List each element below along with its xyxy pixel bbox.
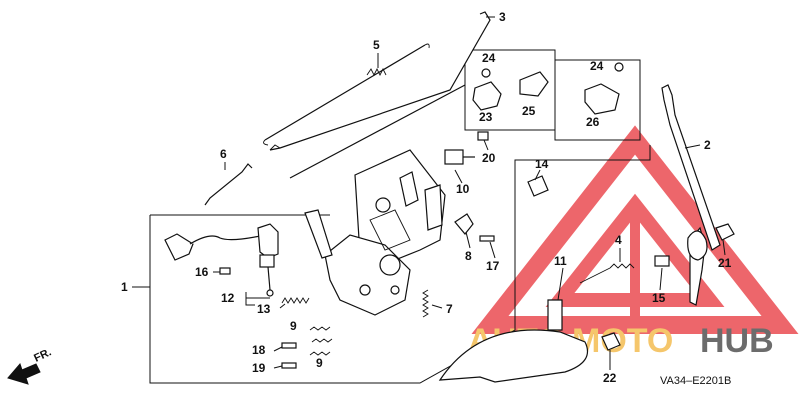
callouts: 1 2 3 4 5 6 7 8 9 9 10 11 12 13 14 15 16… — [121, 10, 732, 385]
part-9-springs — [309, 326, 333, 356]
part-5-choke-rod — [263, 43, 466, 179]
front-arrow: FR. — [7, 346, 53, 385]
callout-16: 16 — [195, 265, 209, 279]
part-13-spring — [281, 297, 310, 304]
callout-10: 10 — [456, 182, 470, 196]
diagram-code: VA34–E2201B — [660, 375, 731, 387]
front-arrow-label: FR. — [32, 346, 53, 364]
part-14-bolt — [527, 175, 549, 197]
callout-18: 18 — [252, 343, 266, 357]
part-3-throttle-rod — [269, 11, 491, 151]
callout-26: 26 — [586, 115, 600, 129]
part-4-spring — [579, 263, 635, 284]
callout-8: 8 — [465, 249, 472, 263]
callout-15: 15 — [652, 291, 666, 305]
callout-9b: 9 — [316, 356, 323, 370]
callout-5: 5 — [373, 38, 380, 52]
callout-20: 20 — [482, 151, 496, 165]
part-6-governor-rod — [204, 163, 253, 206]
callout-9a: 9 — [290, 319, 297, 333]
callout-1: 1 — [121, 280, 128, 294]
part-control-base-plate — [304, 149, 446, 316]
callout-21: 21 — [718, 256, 732, 270]
part-7-spring — [422, 289, 429, 318]
callout-13: 13 — [257, 302, 271, 316]
callout-12: 12 — [221, 291, 235, 305]
part-2-control-lever — [661, 84, 721, 306]
callout-7: 7 — [446, 302, 453, 316]
part-11-bracket — [438, 299, 589, 383]
callout-6: 6 — [220, 147, 227, 161]
callout-4: 4 — [615, 233, 622, 247]
watermark-triangle-logo — [471, 125, 799, 334]
part-21-nut — [715, 223, 735, 241]
part-22-nut — [601, 332, 621, 351]
watermark-text-hub: HUB — [700, 322, 774, 360]
carb-parts — [472, 71, 620, 115]
group-outline-main — [149, 145, 651, 384]
watermark-text-moto: MOTO — [572, 322, 673, 360]
part-8-clip — [454, 213, 474, 235]
callout-11: 11 — [554, 254, 567, 268]
screws — [219, 62, 670, 369]
callout-2: 2 — [704, 138, 711, 152]
callout-14: 14 — [535, 157, 549, 171]
callout-19: 19 — [252, 361, 266, 375]
callout-25: 25 — [522, 104, 536, 118]
callout-17: 17 — [486, 259, 500, 273]
leader-lines — [132, 16, 726, 370]
callout-3: 3 — [499, 10, 506, 24]
part-1-stop-switch-wire — [164, 223, 279, 297]
part-10-fitting — [444, 149, 475, 165]
group-outline-carb-parts — [464, 49, 641, 141]
callout-22: 22 — [603, 371, 617, 385]
callout-24b: 24 — [590, 59, 604, 73]
callout-24a: 24 — [482, 51, 496, 65]
callout-23: 23 — [479, 110, 493, 124]
